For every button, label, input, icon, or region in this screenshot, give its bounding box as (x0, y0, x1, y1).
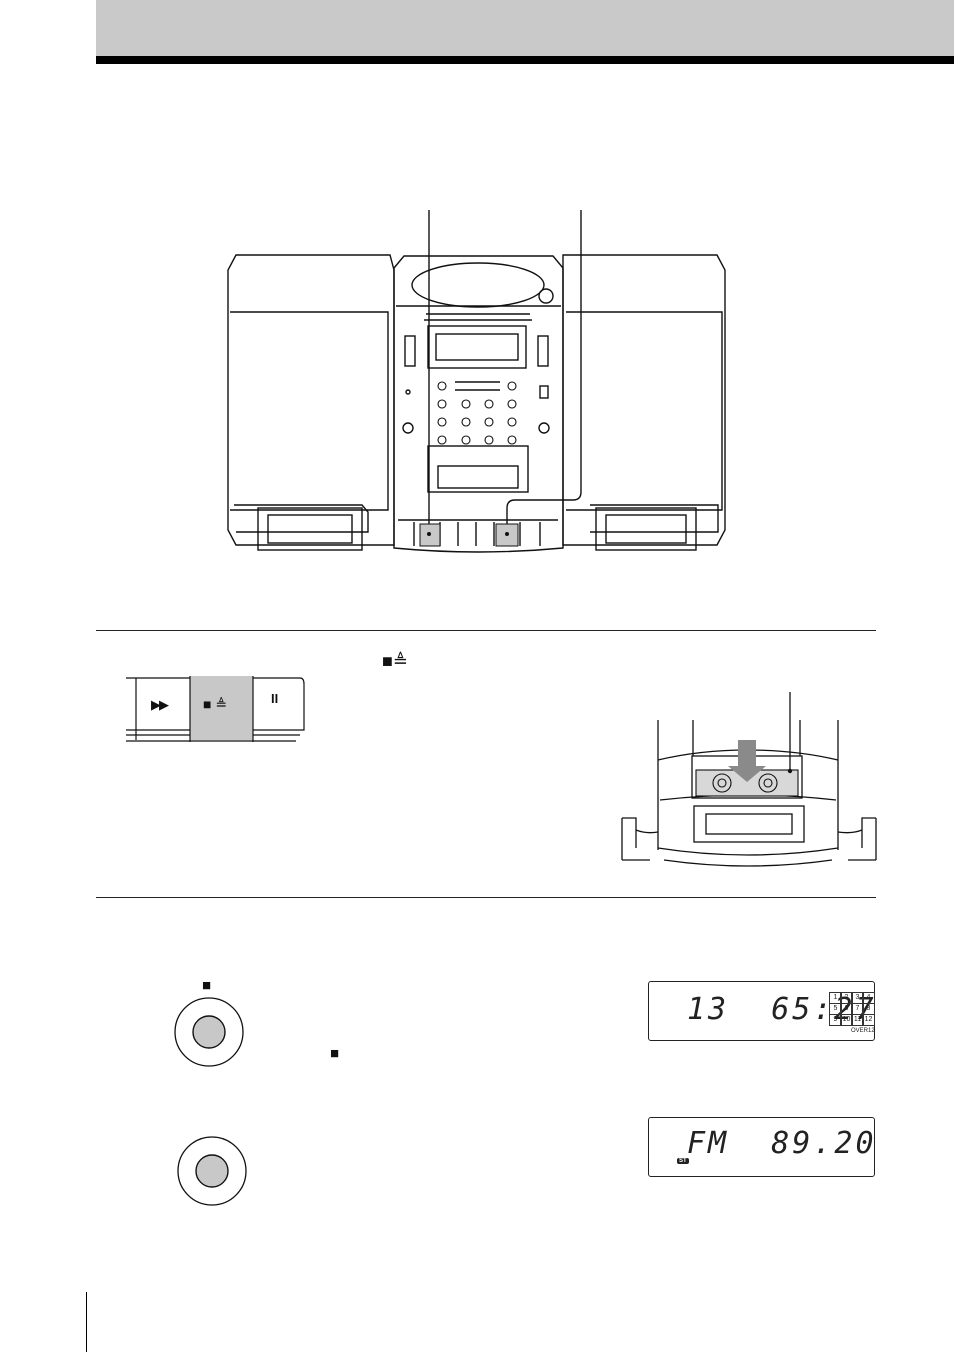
stop-symbol-inline: ■ (330, 1045, 340, 1062)
function-button-illustration[interactable] (175, 1135, 249, 1209)
track-cell: 9 (829, 1014, 842, 1026)
over-indicator: OVER12 (851, 1028, 875, 1034)
header-band (96, 0, 954, 56)
stereo-system-illustration (227, 210, 726, 553)
stop-eject-symbol: ■≜ (382, 651, 408, 671)
cd-display: 13 65:27 1 2 3 4 5 6 7 8 9 10 11 12 OVER… (648, 981, 875, 1041)
track-grid: 1 2 3 4 5 6 7 8 9 10 11 12 (829, 992, 875, 1026)
stop-eject-key-label[interactable]: ■ ≜ (203, 696, 228, 712)
stop-symbol: ■ (202, 977, 212, 994)
track-cell: 10 (840, 1014, 853, 1026)
cd-display-readout: 13 65:27 (687, 992, 877, 1027)
cassette-insert-illustration (621, 692, 877, 867)
tuner-display: FM 89.20 ST (648, 1117, 875, 1177)
track-cell: 11 (851, 1014, 864, 1026)
stereo-indicator: ST (677, 1158, 689, 1164)
header-rule (96, 56, 954, 64)
fast-forward-key-label[interactable]: ▶▶ (151, 697, 169, 712)
key-strip-illustration (126, 676, 305, 742)
track-cell: 12 (862, 1014, 875, 1026)
page-margin-rule (86, 1292, 87, 1352)
section-divider (96, 897, 876, 898)
stop-button-illustration[interactable] (172, 996, 246, 1070)
section-divider (96, 630, 876, 631)
pause-key-label[interactable]: II (271, 691, 279, 706)
tuner-display-readout: FM 89.20 (687, 1126, 877, 1161)
